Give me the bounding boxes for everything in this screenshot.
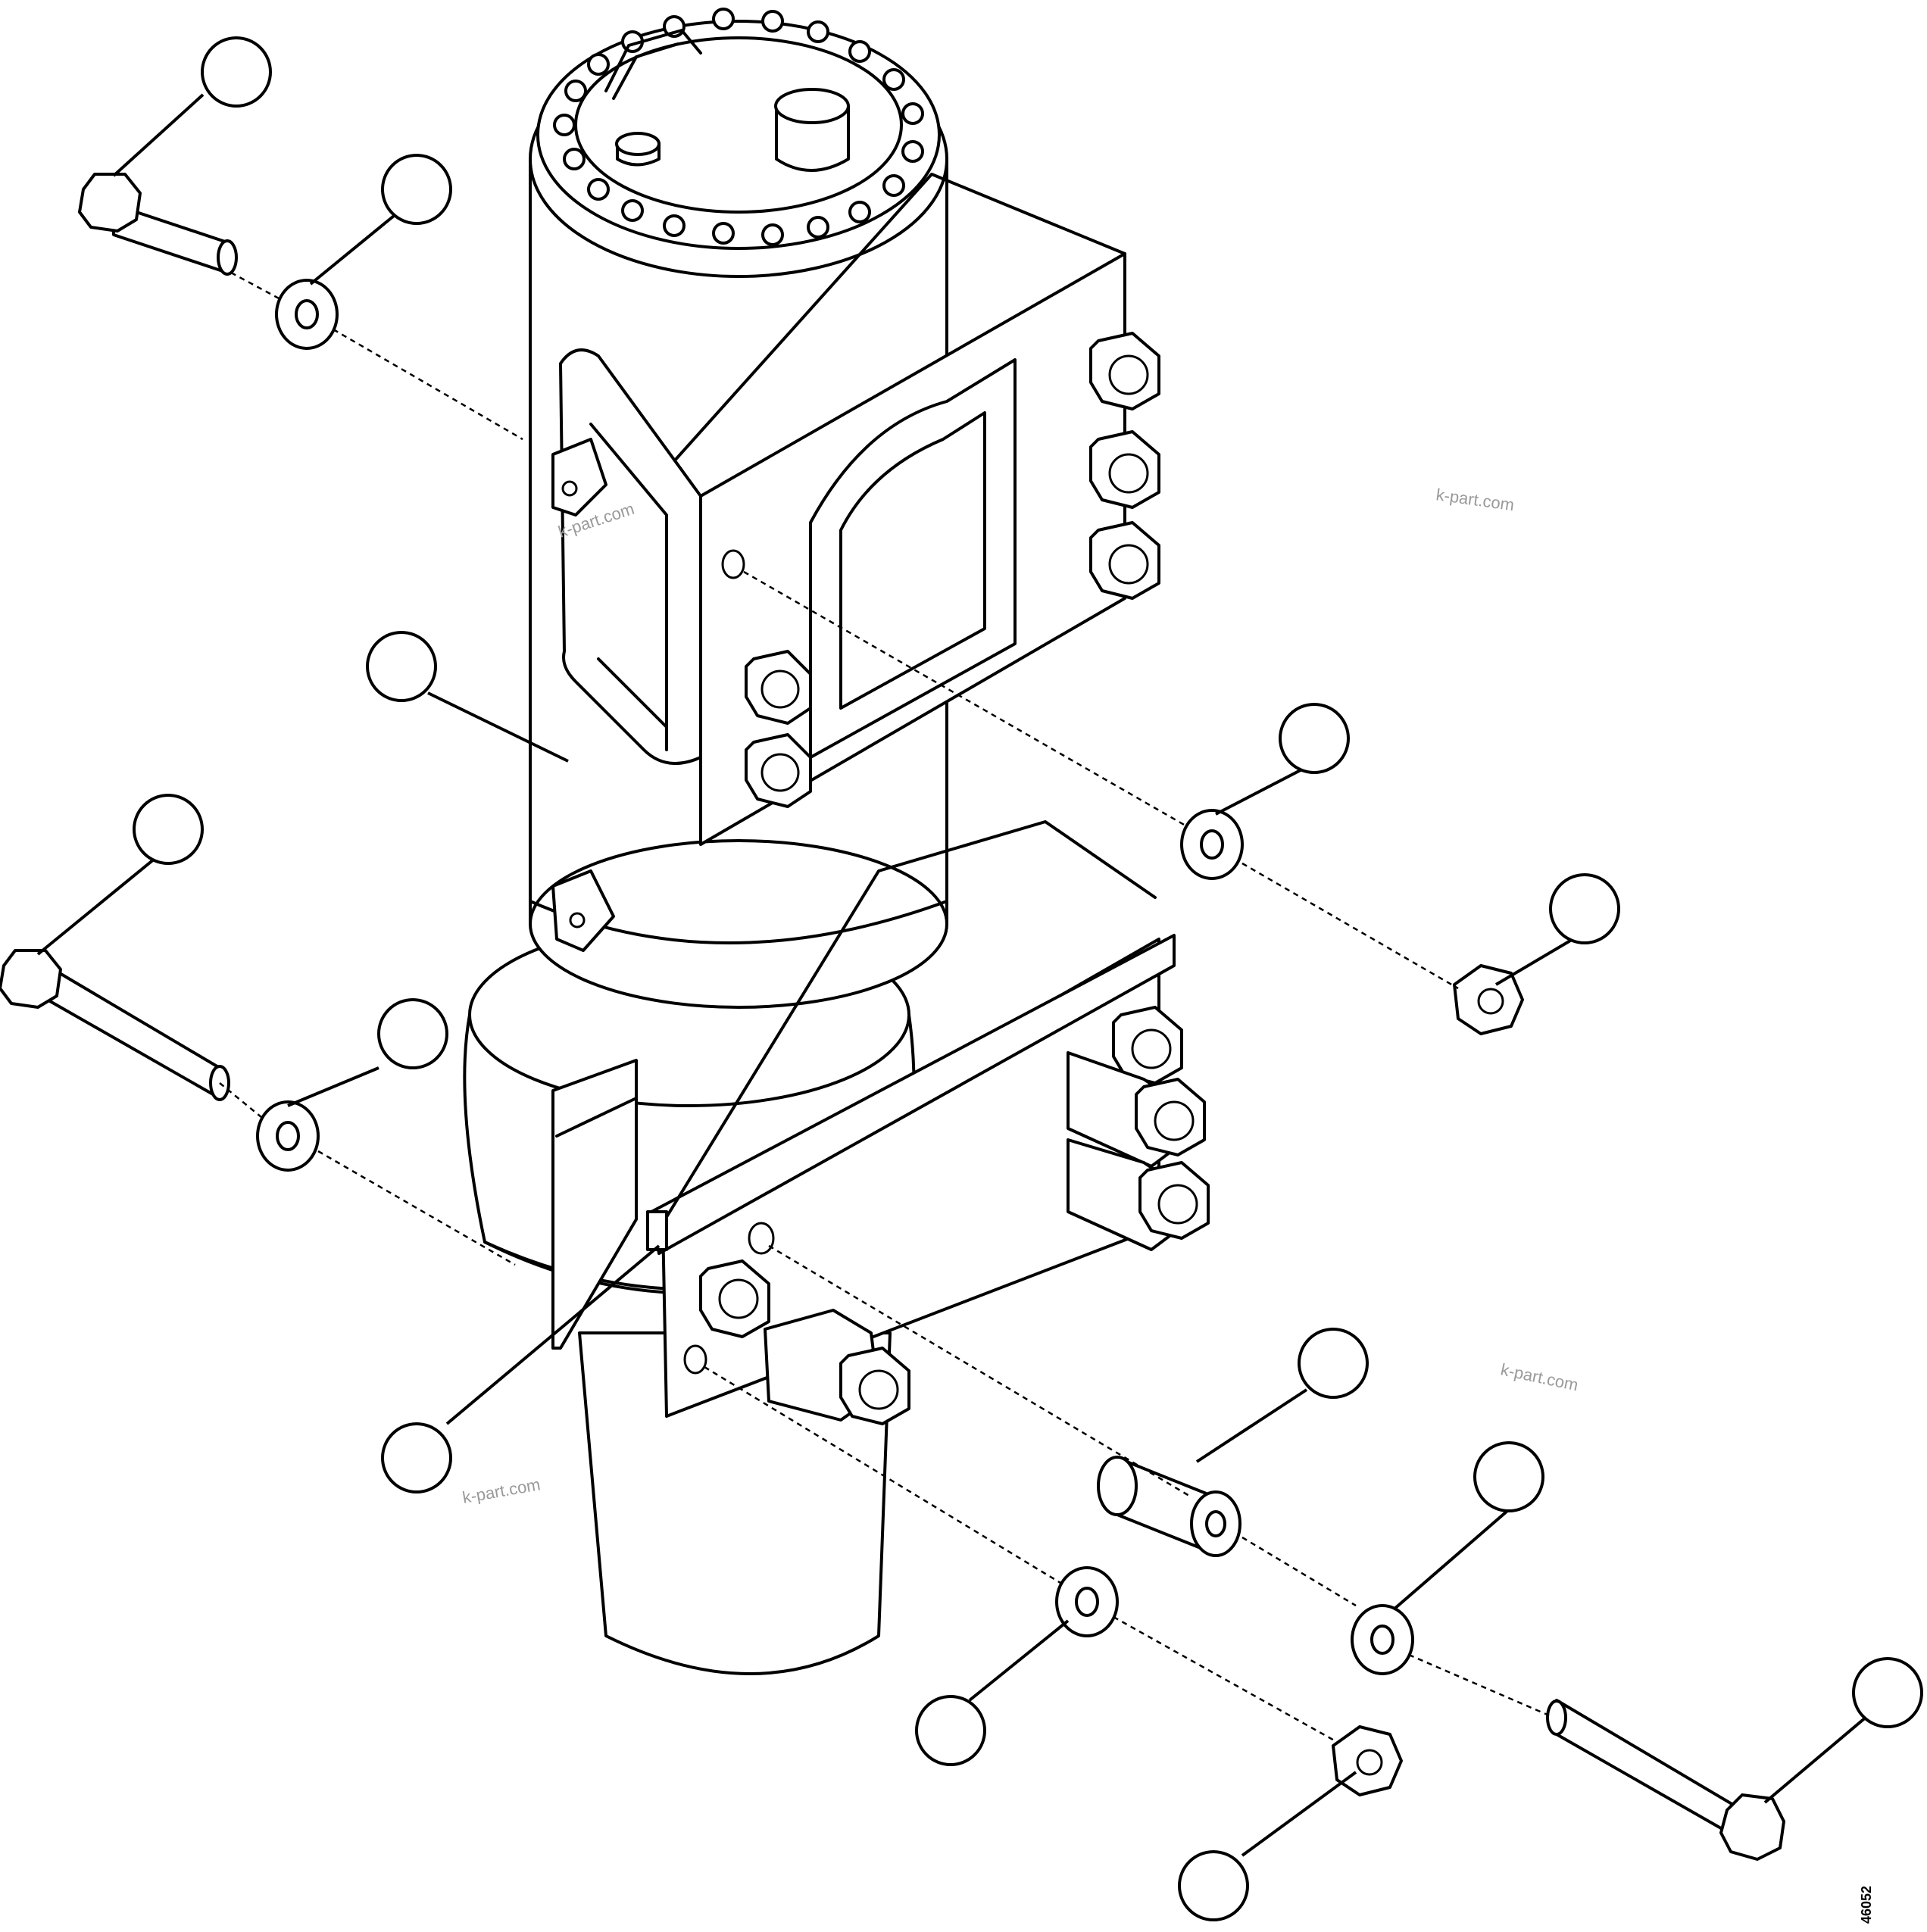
callout-balloon [1178,1850,1249,1921]
callout-balloons [133,36,1923,1921]
watermark-text: k-part.com [1499,1359,1580,1394]
callout-balloon [1298,1328,1369,1399]
callout-balloon [1549,873,1620,944]
bracket-bolts-lower [699,1006,1210,1425]
callout-balloon [381,1422,452,1493]
callout-balloon [377,998,448,1069]
figure-code: 46052 [1859,1886,1874,1924]
callout-balloon [915,1695,986,1766]
callout-balloon [366,631,437,702]
callout-balloon [133,794,204,865]
callout-balloon [1279,703,1350,774]
cylinder-assembly [463,8,1210,1675]
callout-balloon [201,36,272,108]
bracket-bolts-upper [745,332,1160,808]
exploded-parts [0,173,1785,1861]
callout-balloon [1852,1657,1923,1728]
callout-balloon [1473,1441,1544,1512]
assembly-axis-lines [219,271,1550,1743]
flange-bolt-ring [553,8,924,246]
callout-balloon [381,154,452,225]
watermark-text: k-part.com [1435,485,1515,514]
callout-leaders [36,93,1888,1857]
watermark-text: k-part.com [461,1475,542,1507]
